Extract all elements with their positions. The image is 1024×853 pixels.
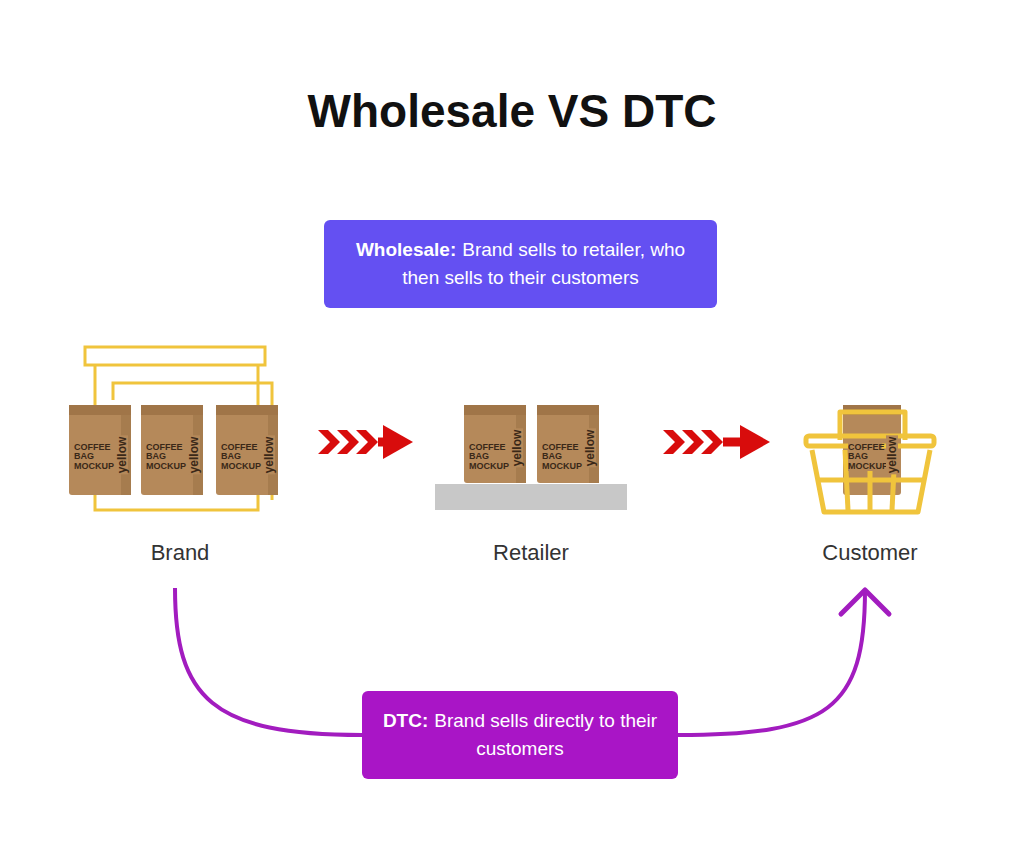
box-text: Wholesale:Brand sells to retailer, who t… [342,236,699,291]
arrow-head [383,425,413,459]
bag-print: COFFEE BAG MOCKUP [848,443,882,471]
box-heading: Wholesale: [356,239,456,260]
bag-print: COFFEE BAG MOCKUP [146,443,184,471]
bag-brand: yellow [511,429,523,468]
chevron [682,430,704,454]
chevron [663,430,685,454]
arrow-head [740,425,770,459]
connector [318,425,413,459]
connector [175,588,362,735]
stage-label: Retailer [493,540,569,566]
box-text: DTC: Brand sells directly to their custom… [380,707,660,762]
bag-brand: yellow [116,435,128,474]
connector [678,590,889,735]
chevron [356,430,378,454]
chevron [701,430,723,454]
arrow-shaft [723,438,742,447]
definition-box: DTC: Brand sells directly to their custom… [362,691,678,779]
diagram-title: Wholesale VS DTC [0,84,1024,139]
shelf [435,484,627,510]
stage-label: Brand [151,540,210,566]
connector [663,425,770,459]
bag-print: COFFEE BAG MOCKUP [542,443,580,471]
bag-print: COFFEE BAG MOCKUP [221,443,259,471]
stage-label: Customer [822,540,917,566]
chevron [318,430,340,454]
arrow-head [841,590,889,614]
bag-brand: yellow [188,435,200,474]
stage-node: Retailer [430,395,632,580]
chevron [337,430,359,454]
bag-brand: yellow [886,435,898,474]
bag-brand: yellow [263,435,275,474]
curve-line [175,588,362,735]
coffee-bags [69,405,901,495]
definition-box: Wholesale:Brand sells to retailer, who t… [324,220,717,308]
bag-print: COFFEE BAG MOCKUP [74,443,112,471]
curve-line [678,590,865,735]
bag-brand: yellow [584,429,596,468]
box-heading: DTC: [383,710,428,731]
box-body: Brand sells directly to their customers [434,710,657,759]
shopping-basket [806,412,934,512]
bag-print: COFFEE BAG MOCKUP [469,443,507,471]
stage-node: Customer [795,395,945,580]
